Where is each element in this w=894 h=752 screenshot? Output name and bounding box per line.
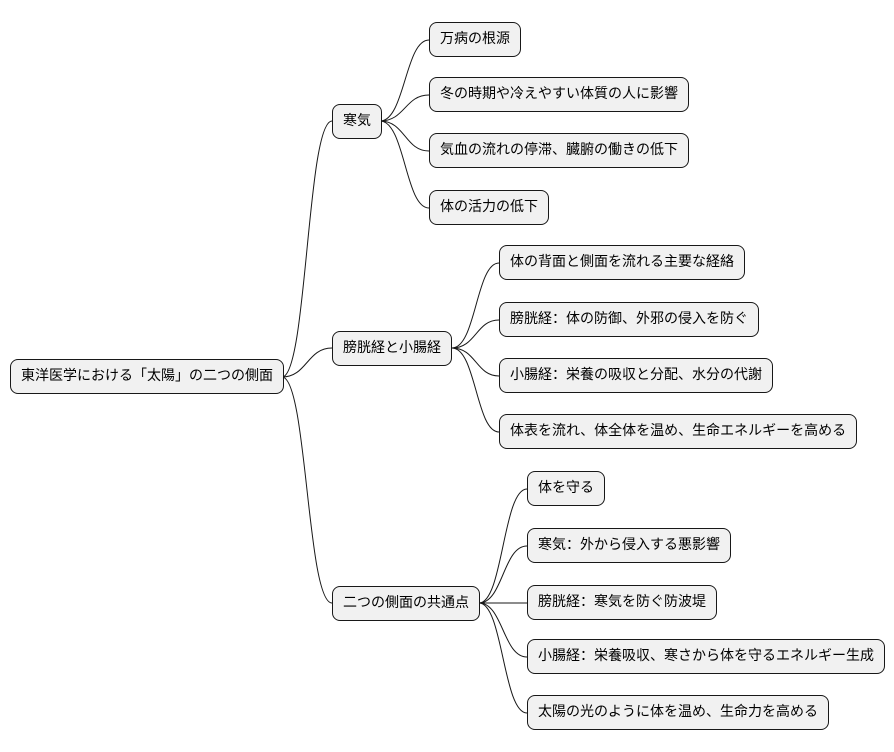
leaf-node: 小腸経：栄養吸収、寒さから体を守るエネルギー生成 [527, 639, 885, 674]
leaf-node: 太陽の光のように体を温め、生命力を高める [527, 695, 829, 730]
connector-root-branch-1 [281, 347, 333, 378]
root-node: 東洋医学における「太陽」の二つの側面 [10, 359, 284, 394]
leaf-node: 体の背面と側面を流れる主要な経絡 [499, 245, 745, 280]
connector-b2-c1 [478, 545, 528, 604]
leaf-node: 膀胱経：体の防御、外邪の侵入を防ぐ [499, 302, 759, 337]
connector-b1-c2 [451, 347, 500, 377]
connector-b0-c3 [379, 120, 430, 209]
leaf-node: 万病の根源 [429, 22, 521, 57]
connector-root-branch-0 [281, 120, 333, 378]
leaf-node: 体の活力の低下 [429, 190, 549, 225]
connector-b1-c3 [451, 347, 500, 433]
connector-b0-c2 [379, 120, 430, 152]
leaf-node: 寒気：外から侵入する悪影響 [527, 528, 731, 563]
connector-b1-c1 [451, 319, 500, 349]
connector-b0-c1 [379, 94, 430, 122]
branch-node-meridians: 膀胱経と小腸経 [332, 331, 452, 366]
connector-b2-c3 [478, 602, 528, 658]
leaf-node: 膀胱経：寒気を防ぐ防波堤 [527, 585, 717, 620]
branch-node-cold: 寒気 [332, 104, 382, 139]
leaf-node: 体を守る [527, 471, 605, 506]
leaf-node: 冬の時期や冷えやすい体質の人に影響 [429, 77, 689, 112]
connector-root-branch-2 [281, 376, 333, 604]
connector-b0-c0 [379, 39, 430, 122]
connector-b2-c4 [478, 602, 528, 714]
leaf-node: 体表を流れ、体全体を温め、生命エネルギーを高める [499, 414, 858, 449]
leaf-node: 小腸経：栄養の吸収と分配、水分の代謝 [499, 358, 773, 393]
branch-node-common-points: 二つの側面の共通点 [332, 586, 480, 621]
connector-b2-c0 [478, 488, 528, 604]
connector-b1-c0 [451, 262, 500, 349]
leaf-node: 気血の流れの停滞、臓腑の働きの低下 [429, 133, 689, 168]
